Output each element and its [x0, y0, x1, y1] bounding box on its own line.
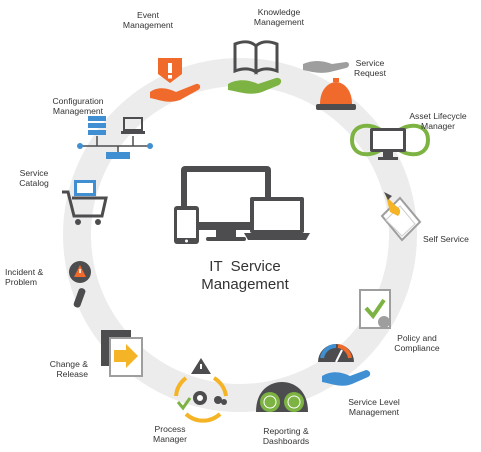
label-service-request-line2: Request [353, 68, 386, 78]
change-release-icon [101, 330, 143, 377]
service-request-icon [303, 61, 356, 110]
label-knowledge-line2: Management [253, 17, 305, 27]
label-self-service: Self Service [423, 234, 481, 244]
label-asset: Asset Lifecycle Manager [398, 111, 478, 131]
label-incident: Incident & Problem [5, 267, 61, 287]
label-incident-line2: Problem [5, 277, 37, 287]
label-configuration-line2: Management [52, 106, 104, 116]
label-configuration: Configuration Management [40, 96, 116, 116]
label-incident-line1: Incident & [5, 267, 44, 277]
label-event: Event Management [108, 10, 188, 30]
label-knowledge-line1: Knowledge [257, 7, 301, 17]
label-process-line1: Process [154, 424, 186, 434]
center-title: IT Service Management [170, 258, 320, 294]
label-event-line2: Management [122, 20, 174, 30]
label-service-request-line1: Service [355, 58, 385, 68]
label-policy-line1: Policy and [397, 333, 437, 343]
policy-icon [359, 289, 391, 329]
label-self-service-line1: Self Service [423, 234, 469, 244]
asset-lifecycle-icon [349, 123, 431, 160]
label-asset-line1: Asset Lifecycle [409, 111, 467, 121]
process-icon [174, 358, 228, 423]
label-knowledge: Knowledge Management [236, 7, 322, 27]
knowledge-icon [228, 40, 282, 94]
label-catalog-line1: Service [19, 168, 49, 178]
label-service-request: Service Request [340, 58, 400, 78]
self-service-icon [380, 192, 422, 242]
label-process: Process Manager [140, 424, 200, 444]
reporting-icon [256, 382, 308, 412]
configuration-icon [77, 116, 153, 159]
label-reporting: Reporting & Dashboards [248, 426, 324, 446]
center-title-line2: Management [201, 276, 289, 293]
service-level-icon [318, 343, 371, 386]
center-title-line1: IT Service [209, 258, 281, 275]
label-reporting-line1: Reporting & [263, 426, 309, 436]
label-change-line1: Change & [49, 359, 88, 369]
label-event-line1: Event [137, 10, 159, 20]
label-catalog: Service Catalog [14, 168, 54, 188]
label-configuration-line1: Configuration [52, 96, 104, 106]
label-slm-line2: Management [348, 407, 400, 417]
label-change: Change & Release [20, 359, 88, 379]
label-policy: Policy and Compliance [382, 333, 452, 353]
label-policy-line2: Compliance [394, 343, 440, 353]
label-catalog-line2: Catalog [19, 178, 49, 188]
label-slm: Service Level Management [336, 397, 412, 417]
service-catalog-icon [62, 180, 108, 225]
label-reporting-line2: Dashboards [262, 436, 310, 446]
label-asset-line2: Manager [421, 121, 455, 131]
event-icon [150, 58, 201, 102]
label-slm-line1: Service Level [348, 397, 400, 407]
label-change-line2: Release [56, 369, 88, 379]
devices-icon [174, 166, 310, 244]
label-process-line2: Manager [153, 434, 187, 444]
incident-icon [69, 261, 91, 308]
